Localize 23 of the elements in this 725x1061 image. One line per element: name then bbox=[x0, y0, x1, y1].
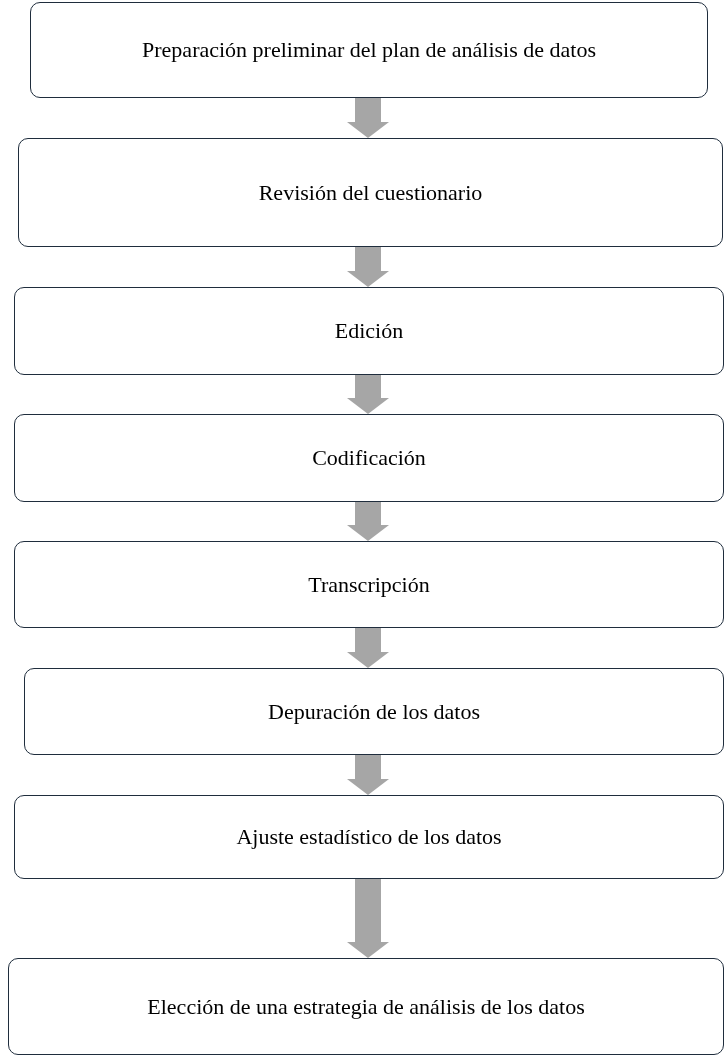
process-box bbox=[30, 2, 708, 98]
process-box bbox=[8, 958, 724, 1055]
block-arrow bbox=[347, 502, 389, 541]
step-label: Ajuste estadístico de los datos bbox=[236, 824, 502, 850]
process-box bbox=[14, 795, 724, 879]
step-label: Preparación preliminar del plan de análisis de datos bbox=[142, 37, 596, 63]
block-arrow bbox=[347, 628, 389, 668]
process-box bbox=[24, 668, 724, 755]
block-arrow bbox=[347, 247, 389, 287]
step-label: Codificación bbox=[312, 445, 426, 471]
block-arrow bbox=[347, 755, 389, 795]
step-label: Revisión del cuestionario bbox=[258, 179, 483, 206]
step-label: Transcripción bbox=[308, 571, 430, 598]
step-label: Edición bbox=[334, 318, 404, 344]
process-box bbox=[14, 541, 724, 628]
block-arrow bbox=[347, 879, 389, 958]
block-arrow bbox=[347, 375, 389, 414]
process-box bbox=[14, 287, 724, 375]
block-arrow bbox=[347, 98, 389, 138]
step-label: Elección de una estrategia de análisis de los datos bbox=[147, 993, 585, 1020]
process-box bbox=[14, 414, 724, 502]
step-label: Depuración de los datos bbox=[268, 698, 480, 725]
process-box bbox=[18, 138, 723, 247]
